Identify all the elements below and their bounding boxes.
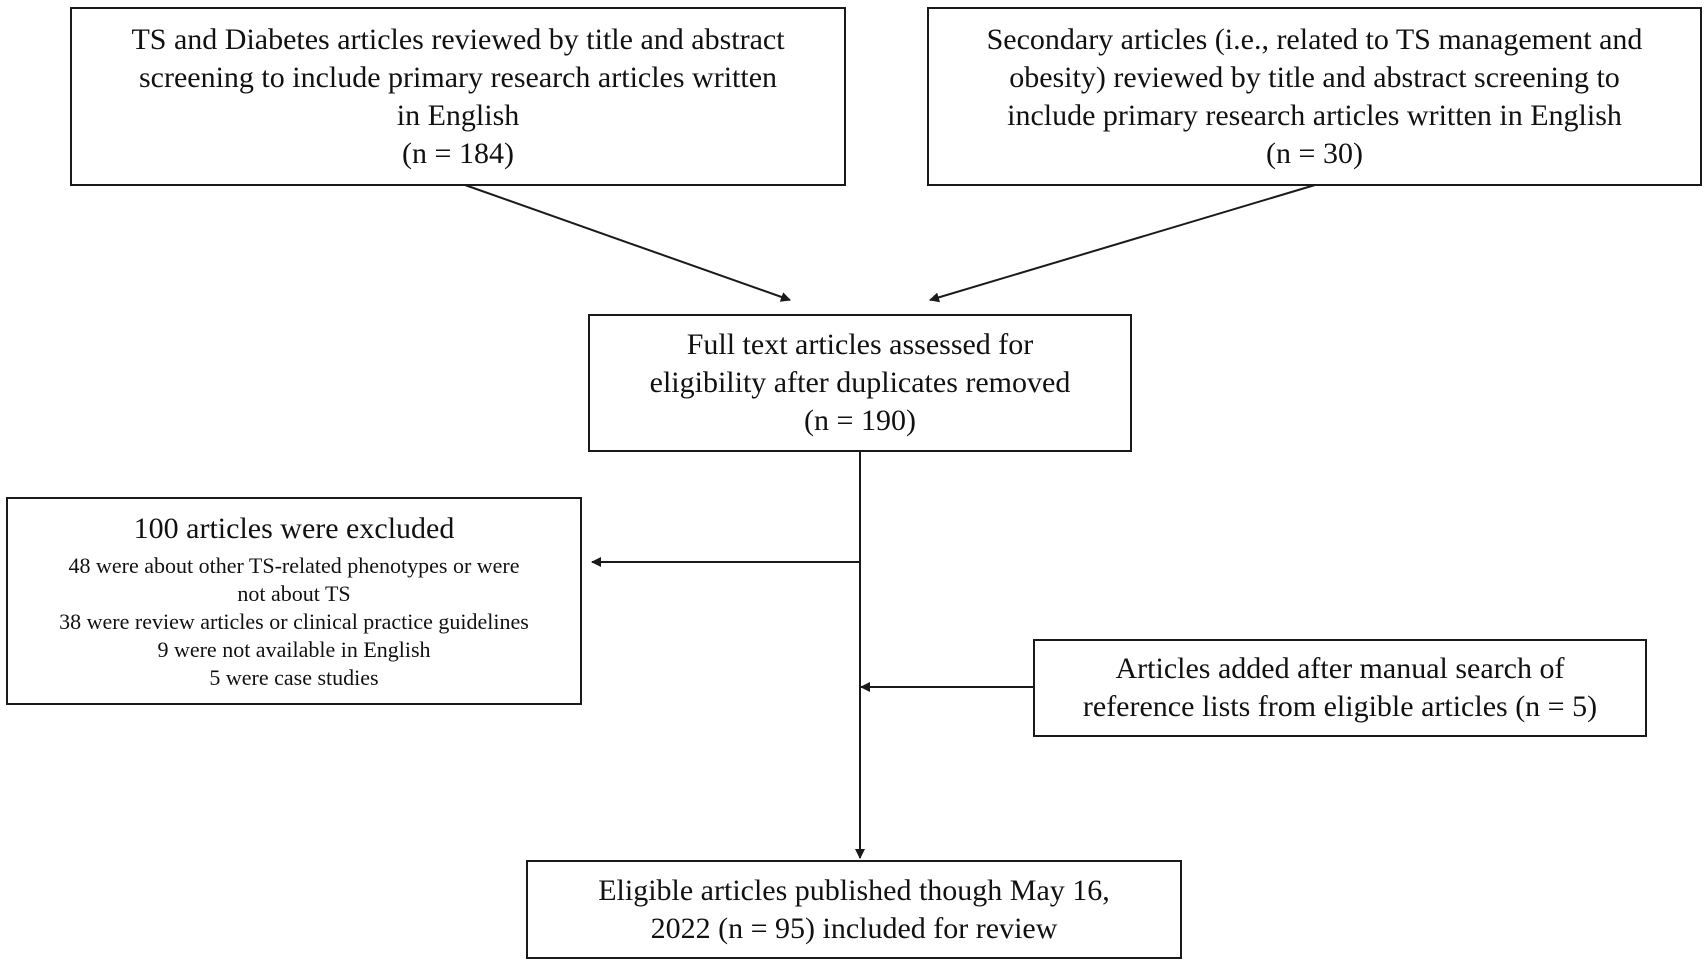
excluded-reason-1a: 48 were about other TS-related phenotype… (68, 553, 520, 578)
excluded-reason-4: 5 were case studies (209, 665, 379, 690)
eligible-articles-box: Eligible articles published though May 1… (526, 860, 1182, 959)
arrow-ts-to-fulltext (464, 184, 791, 302)
excluded-reason-2: 38 were review articles or clinical prac… (59, 609, 529, 634)
excluded-box: 100 articles were excluded 48 were about… (6, 497, 582, 705)
ts-diabetes-line-1: TS and Diabetes articles reviewed by tit… (131, 22, 785, 56)
eligible-line-1: Eligible articles published though May 1… (598, 873, 1110, 907)
excluded-reason-3: 9 were not available in English (157, 637, 431, 662)
secondary-line-1: Secondary articles (i.e., related to TS … (986, 22, 1643, 56)
added-line-2: reference lists from eligible articles (… (1082, 690, 1598, 723)
full-text-line-2: eligibility after duplicates removed (649, 366, 1071, 399)
ts-diabetes-count: (n = 184) (402, 136, 514, 170)
secondary-line-3: include primary research articles writte… (1007, 98, 1622, 132)
eligible-line-2: 2022 (n = 95) included for review (650, 911, 1058, 945)
full-text-line-1: Full text articles assessed for (686, 328, 1034, 361)
full-text-box: Full text articles assessed for eligibil… (588, 314, 1132, 452)
secondary-box: Secondary articles (i.e., related to TS … (927, 7, 1702, 186)
added-articles-box: Articles added after manual search of re… (1033, 639, 1647, 737)
added-line-1: Articles added after manual search of (1115, 652, 1565, 685)
ts-diabetes-line-2: screening to include primary research ar… (138, 60, 778, 94)
secondary-line-2: obesity) reviewed by title and abstract … (1009, 60, 1620, 94)
ts-diabetes-box: TS and Diabetes articles reviewed by tit… (70, 7, 846, 186)
full-text-count: (n = 190) (804, 404, 916, 437)
secondary-count: (n = 30) (1266, 136, 1363, 170)
excluded-heading: 100 articles were excluded (133, 512, 455, 545)
excluded-reason-1b: not about TS (237, 581, 351, 606)
ts-diabetes-line-3: in English (396, 98, 520, 132)
arrow-secondary-to-fulltext (929, 184, 1316, 303)
